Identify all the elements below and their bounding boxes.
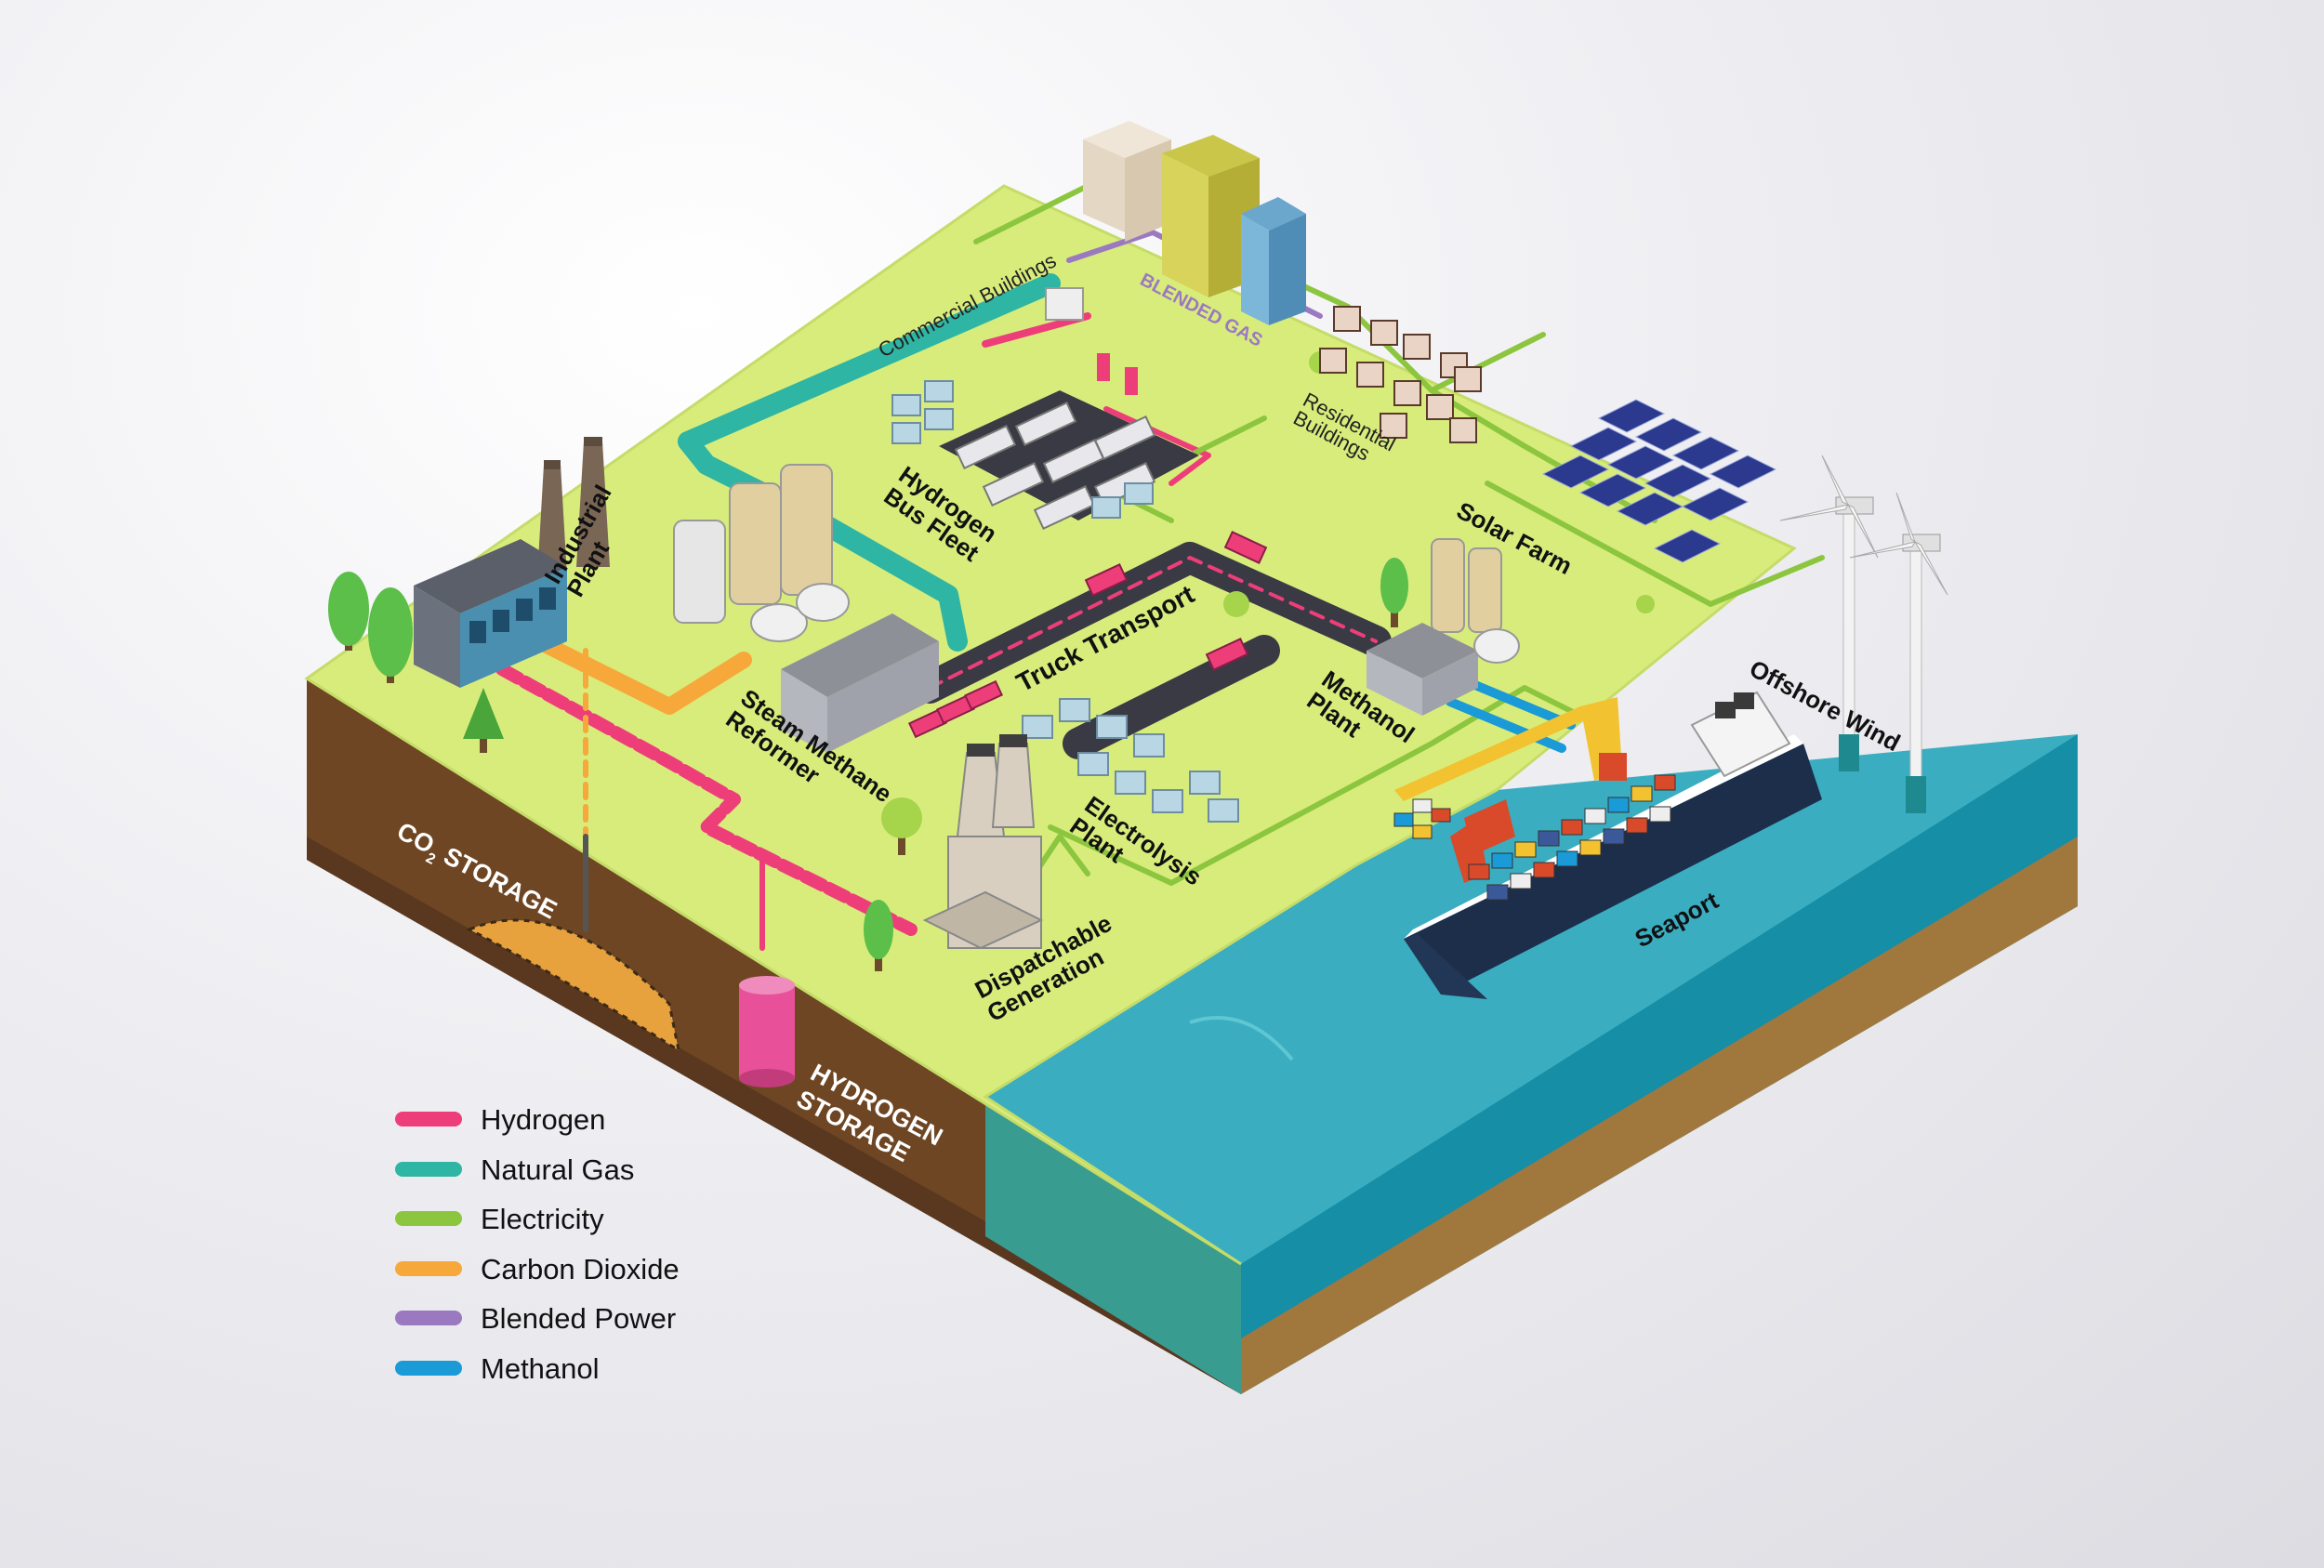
natural-gas-pipeline [678, 273, 1061, 452]
tree [1223, 591, 1249, 617]
electricity-lines [973, 183, 1657, 523]
legend-swatch [395, 1361, 462, 1376]
hydrogen-bus [1093, 415, 1156, 460]
legend-swatch [395, 1261, 462, 1276]
legend-item-hydrogen: Hydrogen [395, 1103, 605, 1136]
hydrogen-bus [954, 425, 1017, 469]
tree [1380, 558, 1408, 627]
dispatchable-generation-plant [922, 734, 1044, 950]
port-cranes [1394, 697, 1627, 883]
legend: Hydrogen Natural Gas Electricity Carbon … [395, 1103, 680, 1385]
legend-item-electricity: Electricity [395, 1203, 604, 1235]
hydrogen-bus [1033, 485, 1096, 530]
co2-pipeline [531, 633, 752, 715]
trees [328, 351, 1655, 971]
svg-text:Hydrogen: Hydrogen [481, 1103, 605, 1136]
methanol-plant [1367, 538, 1520, 716]
smokestacks [537, 437, 610, 576]
solar-farm-panels [1541, 399, 1777, 563]
legend-swatch [395, 1162, 462, 1177]
hydrogen-pipeline [495, 663, 918, 936]
residential-buildings [1319, 306, 1482, 443]
legend-item-blended-power: Blended Power [395, 1302, 676, 1335]
hydrogen-pump [1125, 367, 1138, 395]
hydrogen-storage-tank [739, 976, 795, 1087]
hydrogen-trucks [907, 531, 1268, 739]
tree [463, 688, 504, 753]
gas-storage-tanks [673, 464, 850, 642]
electrolyzer-modules [891, 380, 1239, 823]
wind-turbine [1779, 455, 1879, 771]
svg-text:Carbon Dioxide: Carbon Dioxide [481, 1253, 680, 1285]
legend-item-natural-gas: Natural Gas [395, 1153, 634, 1186]
offshore-wind-turbines [1779, 455, 1948, 813]
hydrogen-bus [982, 462, 1045, 507]
industrial-plant-building [414, 539, 567, 688]
legend-swatch [395, 1112, 462, 1127]
commercial-buildings [1045, 121, 1306, 325]
cargo-ship [1393, 691, 1822, 999]
tree [368, 587, 413, 683]
tree [1636, 595, 1655, 613]
hydrogen-bus [1014, 402, 1077, 446]
tree [864, 900, 893, 971]
tree [328, 572, 369, 651]
co2-storage-pocket [466, 918, 681, 1054]
svg-text:Methanol: Methanol [481, 1352, 600, 1385]
steam-methane-reformer-building [781, 613, 939, 753]
legend-swatch [395, 1211, 462, 1226]
svg-text:Electricity: Electricity [481, 1203, 604, 1235]
tree [881, 797, 922, 855]
legend-swatch [395, 1311, 462, 1325]
wind-turbine [1849, 492, 1948, 813]
hydrogen-pump [1097, 353, 1110, 381]
legend-item-methanol: Methanol [395, 1352, 600, 1385]
sea-water [984, 734, 2078, 1394]
svg-text:Natural Gas: Natural Gas [481, 1153, 634, 1186]
legend-item-carbon-dioxide: Carbon Dioxide [395, 1253, 680, 1285]
svg-text:Blended Power: Blended Power [481, 1302, 676, 1335]
